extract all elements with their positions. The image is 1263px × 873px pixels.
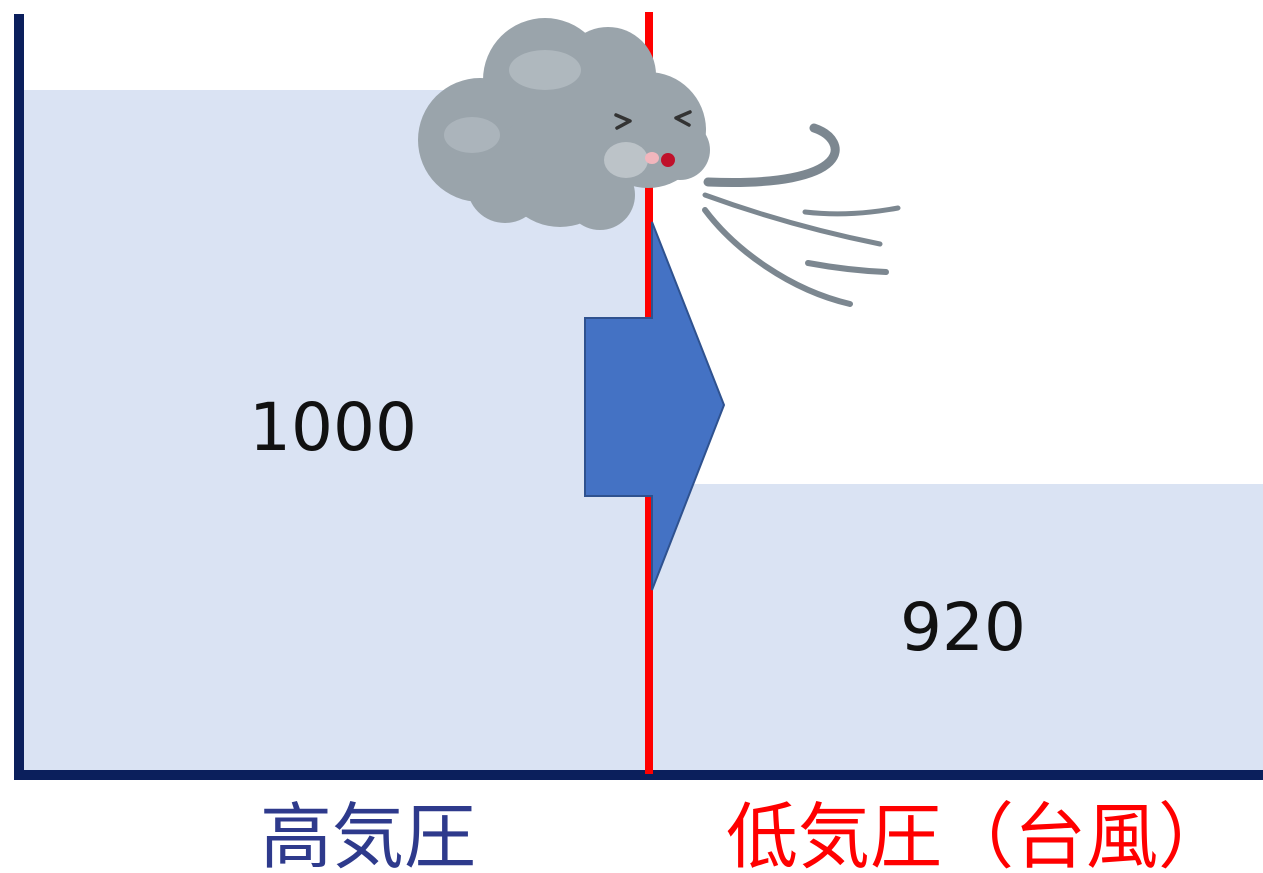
low-pressure-value: 920 bbox=[900, 589, 1026, 666]
y-axis-line bbox=[14, 14, 24, 780]
blowing-cloud-icon bbox=[418, 18, 710, 230]
x-axis-line bbox=[14, 770, 1263, 780]
right-arrow-icon bbox=[584, 221, 726, 591]
low-pressure-column bbox=[650, 484, 1263, 770]
low-pressure-label: 低気圧（台風） bbox=[726, 795, 1230, 873]
wind-gust-icon bbox=[702, 123, 901, 307]
high-pressure-label: 高気圧 bbox=[260, 795, 476, 873]
high-pressure-value: 1000 bbox=[249, 389, 417, 466]
